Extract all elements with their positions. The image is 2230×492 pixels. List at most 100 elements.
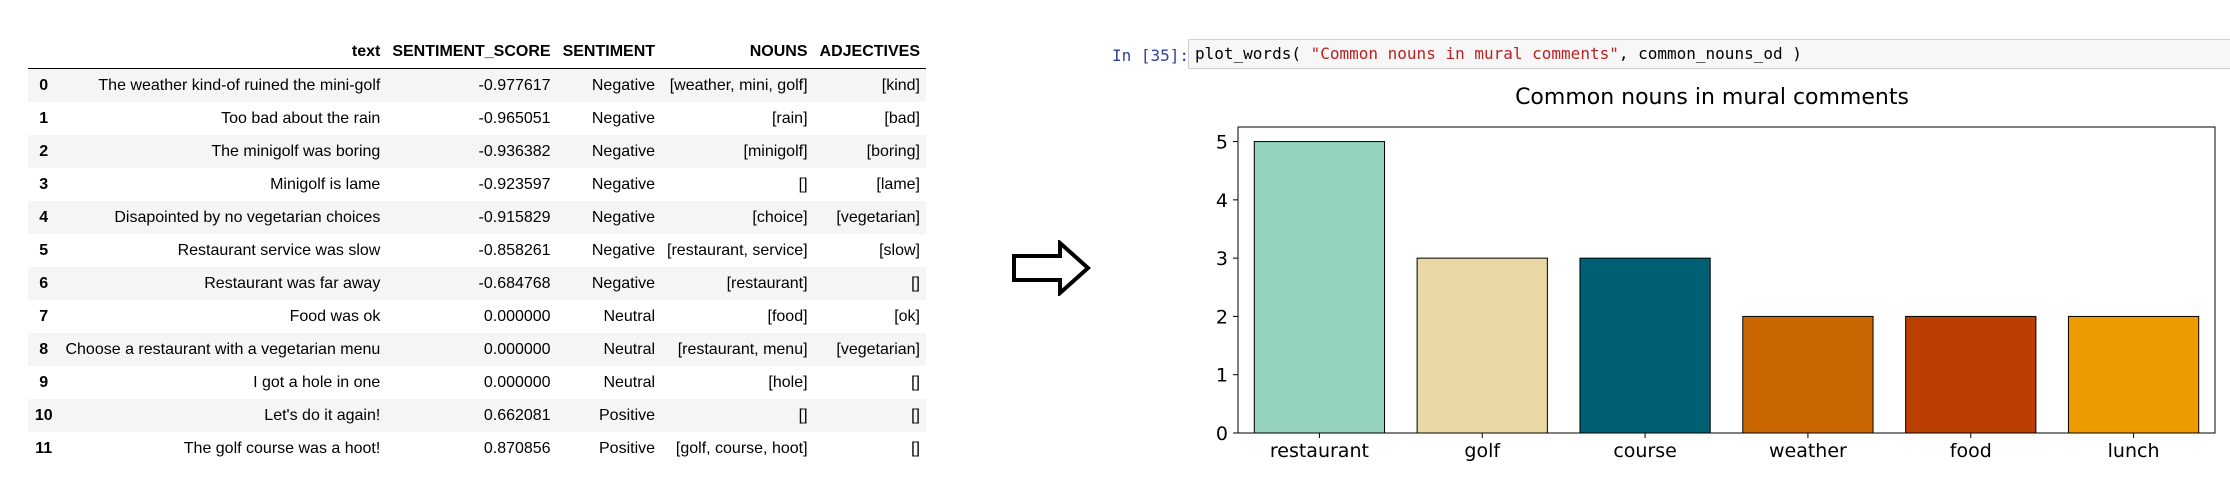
cell-sentiment-score: 0.000000 bbox=[483, 373, 551, 391]
column-header-sentiment-score: SENTIMENT_SCORE bbox=[386, 36, 557, 69]
cell-sentiment-score: -0.915829 bbox=[478, 208, 551, 226]
column-header-adjectives: ADJECTIVES bbox=[813, 36, 926, 69]
bar bbox=[1253, 141, 1386, 434]
cell-text: Let's do it again! bbox=[264, 406, 381, 424]
cell-text: The golf course was a hoot! bbox=[183, 439, 381, 457]
axes-frame bbox=[1237, 126, 2216, 434]
cell-adjectives: [] bbox=[911, 274, 920, 292]
cell-adjectives: [] bbox=[911, 406, 920, 424]
cell-nouns: [golf, course, hoot] bbox=[675, 439, 808, 457]
cell-index: 11 bbox=[35, 439, 53, 457]
cell-sentiment: Neutral bbox=[603, 373, 656, 391]
cell-index: 10 bbox=[34, 406, 53, 424]
cell-adjectives: [] bbox=[911, 373, 920, 391]
cell-index: 8 bbox=[39, 340, 49, 358]
table-row: 11 The golf course was a hoot! 0.870856 Pos… bbox=[28, 432, 926, 465]
x-tick-label: restaurant bbox=[1270, 440, 1369, 462]
cell-text: I got a hole in one bbox=[253, 373, 381, 391]
y-tick-label: 0 bbox=[1216, 423, 1228, 445]
cell-text: Restaurant service was slow bbox=[177, 241, 381, 259]
table-row: 8 Choose a restaurant with a vegetarian m… bbox=[28, 333, 926, 366]
cell-sentiment: Positive bbox=[599, 406, 656, 424]
cell-sentiment: Negative bbox=[591, 142, 656, 160]
code-suffix: , common_nouns_od ) bbox=[1618, 44, 1802, 63]
cell-sentiment: Negative bbox=[591, 241, 656, 259]
cell-adjectives: [ok] bbox=[894, 307, 920, 325]
cell-index: 4 bbox=[39, 208, 49, 226]
bar-chart: Common nouns in mural comments restauran… bbox=[1216, 85, 2216, 462]
column-header-sentiment: SENTIMENT bbox=[556, 36, 662, 69]
cell-index: 9 bbox=[39, 373, 49, 391]
cell-text: Choose a restaurant with a vegetarian me… bbox=[65, 340, 381, 358]
table-header: text SENTIMENT_SCORE SENTIMENT NOUNS ADJ… bbox=[28, 36, 926, 69]
cell-sentiment: Negative bbox=[591, 175, 656, 193]
y-tick-label: 3 bbox=[1216, 248, 1228, 270]
cell-nouns: [restaurant, menu] bbox=[677, 340, 808, 358]
cell-index: 5 bbox=[39, 241, 49, 259]
cell-adjectives: [kind] bbox=[881, 76, 920, 94]
cell-text: The minigolf was boring bbox=[211, 142, 381, 160]
cell-nouns: [restaurant, service] bbox=[667, 241, 808, 259]
cell-adjectives: [vegetarian] bbox=[836, 340, 920, 358]
cell-adjectives: [] bbox=[911, 439, 920, 457]
cell-sentiment: Negative bbox=[591, 274, 656, 292]
y-tick-label: 5 bbox=[1216, 132, 1228, 154]
cell-nouns: [minigolf] bbox=[743, 142, 808, 160]
cell-text: Minigolf is lame bbox=[270, 175, 381, 193]
table-header-row: text SENTIMENT_SCORE SENTIMENT NOUNS ADJ… bbox=[28, 36, 926, 69]
cell-nouns: [hole] bbox=[768, 373, 808, 391]
cell-prompt: In [35]: bbox=[1112, 46, 1190, 65]
cell-text: Restaurant was far away bbox=[204, 274, 381, 292]
cell-index: 6 bbox=[39, 274, 49, 292]
cell-nouns: [weather, mini, golf] bbox=[669, 76, 808, 94]
cell-text: Too bad about the rain bbox=[221, 109, 381, 127]
column-header-nouns: NOUNS bbox=[661, 36, 814, 69]
column-header-index bbox=[28, 36, 60, 69]
x-tick-label: weather bbox=[1769, 440, 1847, 462]
chart-title: Common nouns in mural comments bbox=[1515, 85, 1909, 110]
cell-adjectives: [slow] bbox=[879, 241, 920, 259]
cell-text: Disapointed by no vegetarian choices bbox=[114, 208, 381, 226]
cell-index: 3 bbox=[39, 175, 49, 193]
y-tick-label: 2 bbox=[1216, 306, 1228, 328]
cell-sentiment: Neutral bbox=[603, 307, 656, 325]
cell-adjectives: [lame] bbox=[876, 175, 920, 193]
x-tick-label: course bbox=[1613, 440, 1677, 462]
table-row: 3 Minigolf is lame -0.923597 Negative [] [lam… bbox=[28, 168, 926, 201]
cell-nouns: [choice] bbox=[752, 208, 808, 226]
cell-sentiment-score: 0.000000 bbox=[483, 307, 551, 325]
cell-nouns: [food] bbox=[767, 307, 808, 325]
cell-sentiment-score: 0.870856 bbox=[483, 439, 551, 457]
cell-sentiment-score: -0.923597 bbox=[478, 175, 551, 193]
cell-nouns: [] bbox=[798, 175, 808, 193]
table-row: 1 Too bad about the rain -0.965051 Negative… bbox=[28, 102, 926, 135]
cell-nouns: [] bbox=[798, 406, 808, 424]
cell-sentiment: Negative bbox=[591, 109, 656, 127]
cell-sentiment-score: -0.965051 bbox=[478, 109, 551, 127]
table-row: 4 Disapointed by no vegetarian choices -0.… bbox=[28, 201, 926, 234]
x-tick-label: food bbox=[1950, 440, 1992, 462]
cell-nouns: [rain] bbox=[771, 109, 808, 127]
y-tick-label: 1 bbox=[1216, 365, 1228, 387]
code-cell-input[interactable]: plot_words( "Common nouns in mural comme… bbox=[1188, 39, 2230, 69]
cell-sentiment: Neutral bbox=[603, 340, 656, 358]
x-tick-label: golf bbox=[1464, 440, 1501, 462]
bar bbox=[1905, 315, 2037, 434]
code-prefix: plot_words( bbox=[1195, 44, 1311, 63]
dataframe-table: text SENTIMENT_SCORE SENTIMENT NOUNS ADJ… bbox=[28, 36, 926, 465]
bar bbox=[1742, 315, 1874, 434]
cell-sentiment: Negative bbox=[591, 76, 656, 94]
cell-adjectives: [bad] bbox=[884, 109, 920, 127]
code-string-literal: "Common nouns in mural comments" bbox=[1310, 44, 1619, 63]
cell-sentiment: Positive bbox=[599, 439, 656, 457]
cell-sentiment: Negative bbox=[591, 208, 656, 226]
right-arrow-outline-icon bbox=[1012, 240, 1092, 296]
cell-index: 1 bbox=[39, 109, 49, 127]
